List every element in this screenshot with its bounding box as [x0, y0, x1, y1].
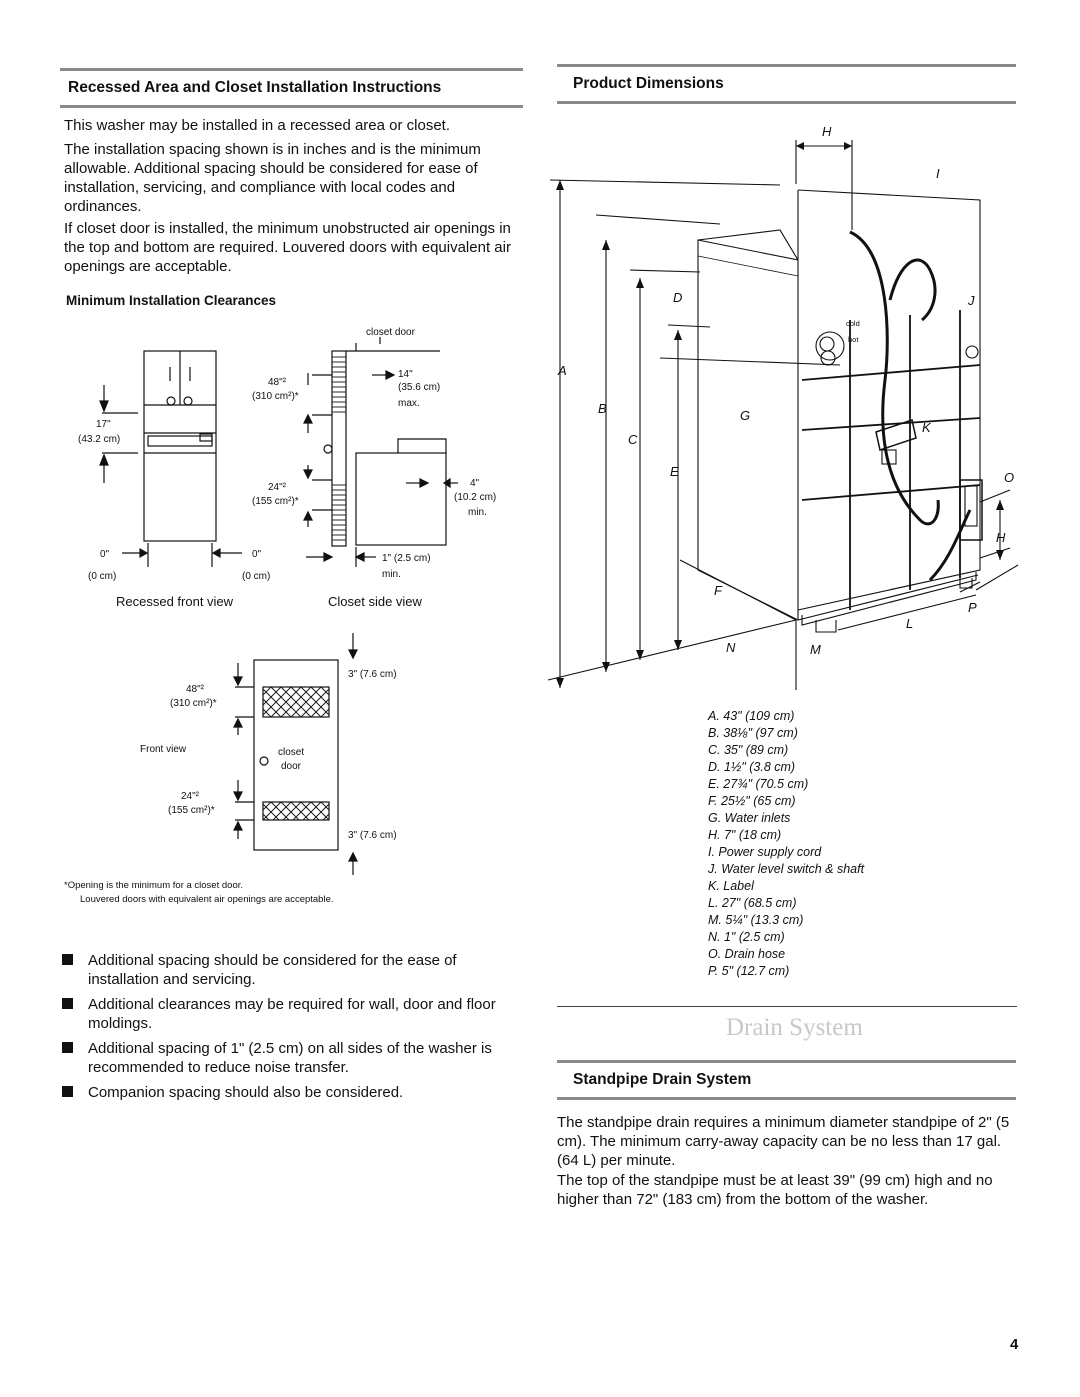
list-item: K. Label [708, 879, 754, 893]
list-item: C. 35" (89 cm) [708, 743, 789, 757]
recessed-closet-heading: Recessed Area and Closet Installation In… [60, 68, 523, 108]
product-dimensions-heading: Product Dimensions [557, 64, 1016, 104]
dim-14-cm: (35.6 cm) [398, 382, 440, 393]
product-dimensions-diagram: H I D J A B G K C E O H F P L N M cold h… [547, 124, 1019, 690]
recessed-front-caption: Recessed front view [116, 594, 234, 609]
list-item: A. 43" (109 cm) [708, 709, 795, 723]
spacing-paragraph: The installation spacing shown is in inc… [64, 141, 481, 215]
list-item: P. 5" (12.7 cm) [708, 964, 790, 978]
label-N: N [726, 640, 736, 655]
list-item: O. Drain hose [708, 947, 786, 961]
dim-14-max: max. [398, 398, 420, 409]
label-hot: hot [848, 335, 859, 344]
front-dim-top: 3" (7.6 cm) [348, 669, 397, 680]
closet-side-diagram [303, 337, 458, 567]
dimensions-legend: A. 43" (109 cm) B. 38⅛" (97 cm) C. 35" (… [708, 708, 864, 980]
label-H-top: H [822, 124, 832, 139]
dim-17: 17" [96, 419, 111, 430]
drain-system-rule [557, 1006, 1017, 1007]
list-item: Additional spacing of 1" (2.5 cm) on all… [60, 1039, 526, 1077]
footnote-1: *Opening is the minimum for a closet doo… [64, 880, 243, 891]
label-F: F [714, 583, 723, 598]
page-number: 4 [1010, 1336, 1019, 1353]
intro-paragraph: This washer may be installed in a recess… [64, 117, 451, 134]
front-view-label: Front view [140, 744, 187, 755]
label-D: D [673, 290, 682, 305]
list-item: J. Water level switch & shaft [708, 862, 865, 876]
standpipe-drain-heading: Standpipe Drain System [557, 1060, 1016, 1100]
spacing-notes-list: Additional spacing should be considered … [60, 951, 526, 1108]
label-J: J [967, 293, 975, 308]
closet-door-paragraph: If closet door is installed, the minimum… [64, 220, 511, 275]
label-A: A [557, 363, 567, 378]
label-C: C [628, 432, 638, 447]
front-top-area-cm: (310 cm²)* [170, 698, 217, 709]
list-item: E. 27¾" (70.5 cm) [708, 777, 809, 791]
side-bottom-area: 24"² [268, 482, 287, 493]
list-item: N. 1" (2.5 cm) [708, 930, 785, 944]
label-M: M [810, 642, 821, 657]
label-K: K [922, 420, 932, 435]
front-bottom-area: 24"² [181, 791, 200, 802]
side-top-area-cm: (310 cm²)* [252, 391, 299, 402]
label-P: P [968, 600, 977, 615]
drain-system-title: Drain System [726, 1014, 863, 1041]
clearances-subheading: Minimum Installation Clearances [66, 293, 277, 308]
recessed-front-diagram [99, 350, 242, 567]
list-item: H. 7" (18 cm) [708, 828, 782, 842]
standpipe-paragraph-1: The standpipe drain requires a minimum d… [557, 1114, 1010, 1169]
label-L: L [906, 616, 913, 631]
label-G: G [740, 408, 750, 423]
dim-0-right: 0" [252, 549, 262, 560]
label-E: E [670, 464, 679, 479]
front-closet-door-2: door [281, 761, 302, 772]
side-top-area: 48"² [268, 377, 287, 388]
label-cold: cold [846, 319, 860, 328]
front-top-area: 48"² [186, 684, 205, 695]
closet-side-caption: Closet side view [328, 594, 423, 609]
dim-1-min: min. [382, 569, 401, 580]
dim-17-cm: (43.2 cm) [78, 434, 120, 445]
list-item: F. 25½" (65 cm) [708, 794, 796, 808]
label-B: B [598, 401, 607, 416]
dim-4: 4" [470, 478, 480, 489]
side-bottom-area-cm: (155 cm²)* [252, 496, 299, 507]
label-O: O [1004, 470, 1014, 485]
dim-0-left: 0" [100, 549, 110, 560]
closet-door-label: closet door [366, 327, 416, 338]
dim-4-cm: (10.2 cm) [454, 492, 496, 503]
footnote-2: Louvered doors with equivalent air openi… [80, 894, 334, 905]
list-item: B. 38⅛" (97 cm) [708, 726, 798, 740]
list-item: I. Power supply cord [708, 845, 822, 859]
list-item: Additional clearances may be required fo… [60, 995, 526, 1033]
bottom-louver-vent [262, 801, 330, 821]
list-item: L. 27" (68.5 cm) [708, 896, 797, 910]
dim-1: 1" (2.5 cm) [382, 553, 431, 564]
front-closet-door-1: closet [278, 747, 304, 758]
list-item: D. 1½" (3.8 cm) [708, 760, 796, 774]
label-I: I [936, 166, 940, 181]
label-H-side: H [996, 530, 1006, 545]
list-item: Additional spacing should be considered … [60, 951, 526, 989]
front-bottom-area-cm: (155 cm²)* [168, 805, 215, 816]
front-dim-bottom: 3" (7.6 cm) [348, 830, 397, 841]
dim-0-right-cm: (0 cm) [242, 571, 270, 582]
standpipe-paragraph-2: The top of the standpipe must be at leas… [557, 1172, 993, 1208]
dim-14: 14" [398, 369, 413, 380]
dim-4-min: min. [468, 507, 487, 518]
clearance-diagrams: 17" (43.2 cm) 0" (0 cm) 0" (0 cm) closet… [64, 327, 496, 905]
dim-0-left-cm: (0 cm) [88, 571, 116, 582]
list-item: G. Water inlets [708, 811, 791, 825]
closet-front-diagram [233, 633, 358, 875]
top-louver-vent [262, 686, 330, 718]
list-item: Companion spacing should also be conside… [60, 1083, 526, 1102]
list-item: M. 5¼" (13.3 cm) [708, 913, 804, 927]
